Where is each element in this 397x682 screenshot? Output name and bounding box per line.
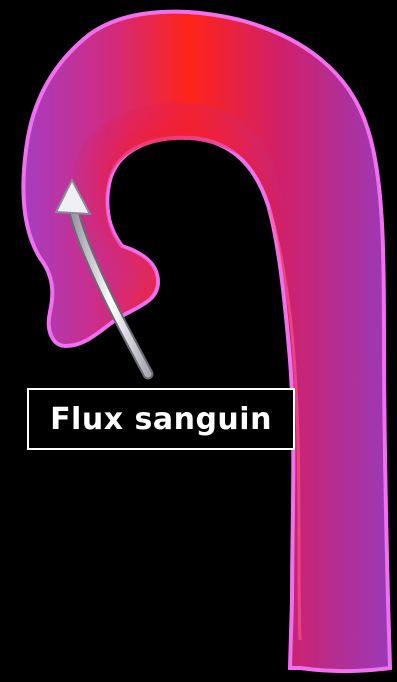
flow-label-box: Flux sanguin [27,388,295,450]
flow-label: Flux sanguin [50,402,272,437]
